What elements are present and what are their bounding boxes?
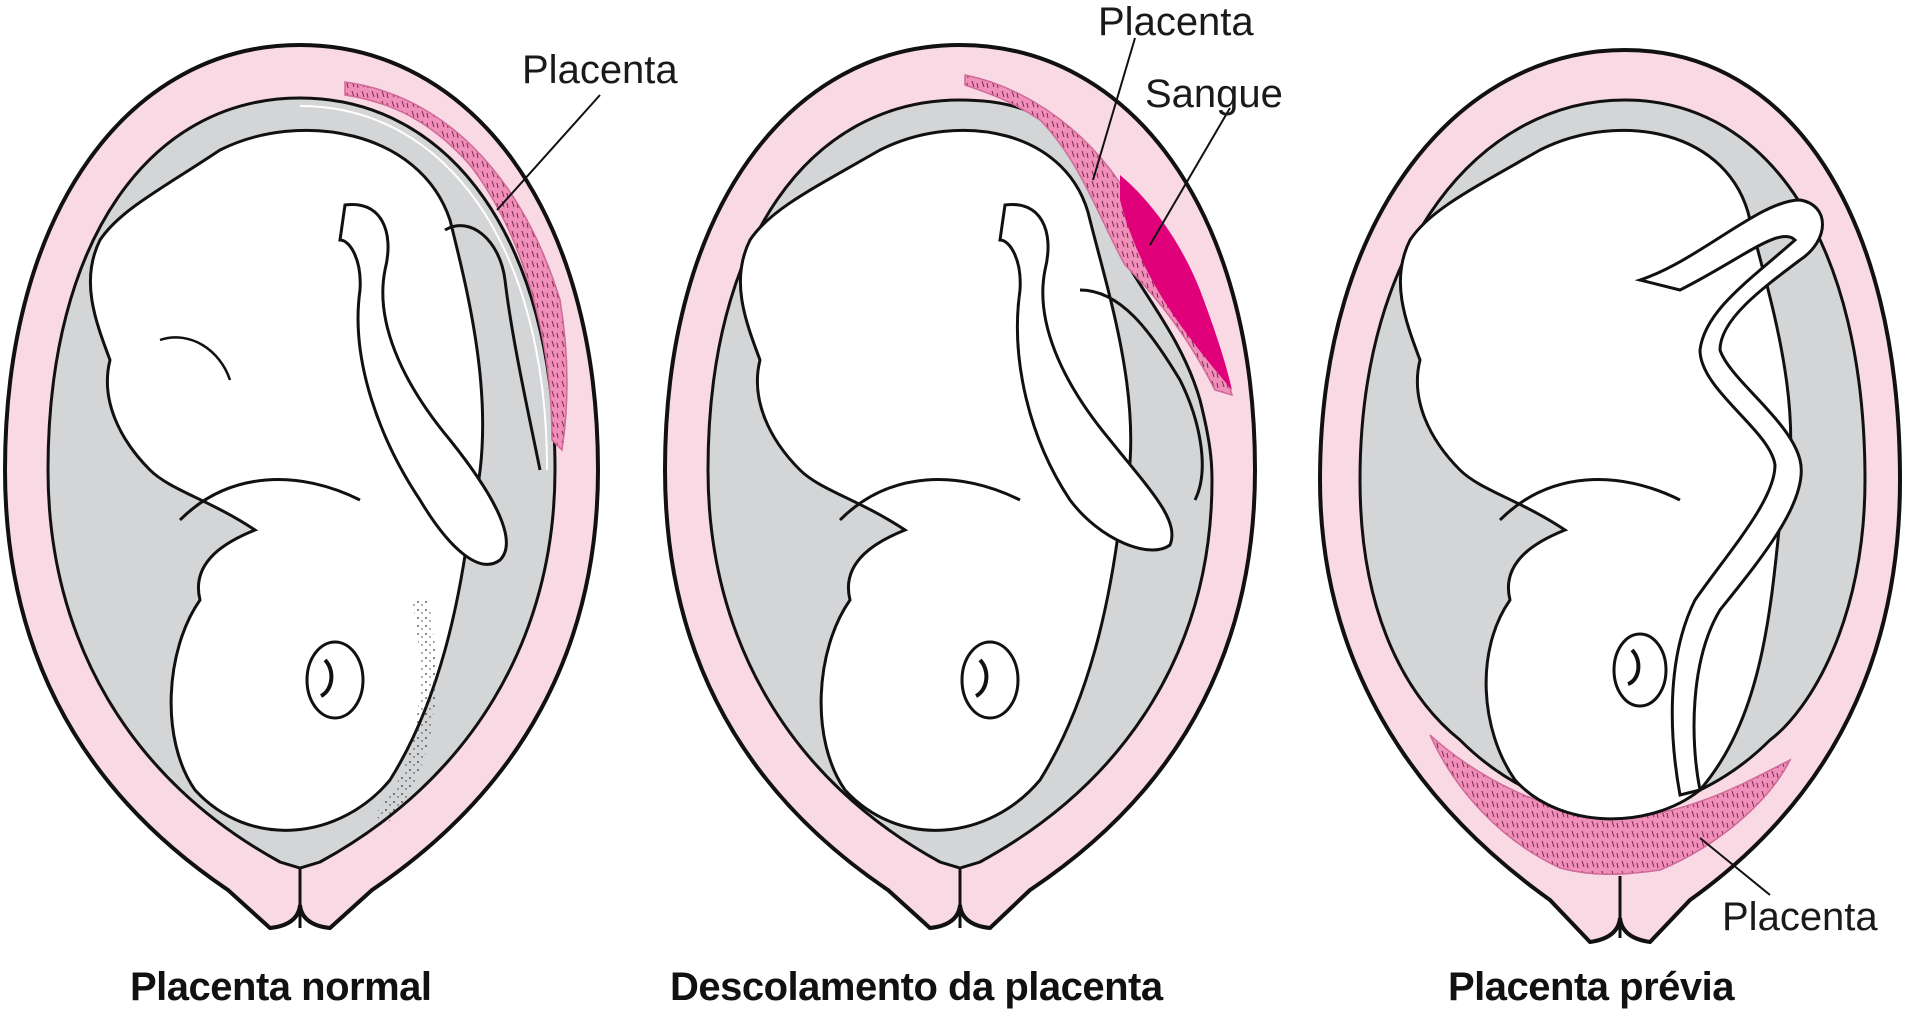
- umbilical-cord: [998, 202, 1174, 552]
- caption-previa: Placenta prévia: [1448, 965, 1735, 1009]
- retroplacental-blood: [1120, 175, 1232, 390]
- caption-abruption: Descolamento da placenta: [670, 965, 1163, 1009]
- panel-normal-placenta: [2, 42, 601, 931]
- umbilical-cord: [338, 202, 508, 566]
- fetal-ear: [1612, 632, 1668, 708]
- placenta-normal: [344, 81, 568, 452]
- label-placenta-normal: Placenta: [522, 48, 678, 92]
- panel-placenta-previa: [1317, 47, 1903, 945]
- label-blood: Sangue: [1145, 72, 1283, 116]
- label-placenta-abruption: Placenta: [1098, 0, 1254, 44]
- fetal-ear: [305, 640, 365, 720]
- leader-line: [1699, 837, 1771, 896]
- fetal-ear: [960, 640, 1020, 720]
- leader-line: [496, 94, 601, 211]
- caption-normal: Placenta normal: [130, 965, 432, 1009]
- panel-placental-abruption: [662, 37, 1258, 931]
- leader-line-placenta: [1092, 37, 1136, 181]
- leader-line-blood: [1149, 107, 1231, 246]
- label-placenta-previa: Placenta: [1722, 895, 1878, 939]
- umbilical-cord: [1634, 198, 1824, 797]
- placenta-detached: [964, 74, 1234, 397]
